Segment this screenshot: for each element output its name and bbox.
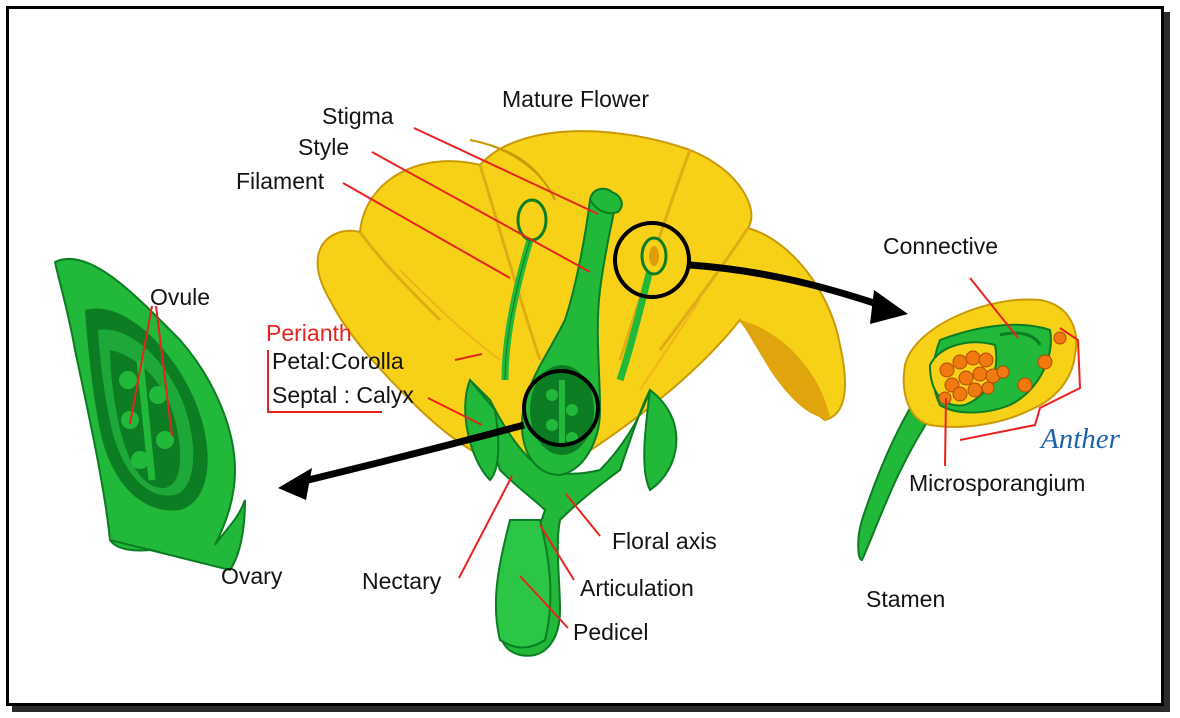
label-stigma: Stigma (322, 103, 394, 129)
label-ovule: Ovule (150, 284, 211, 310)
label-microsporangium: Microsporangium (909, 470, 1086, 496)
label-articulation: Articulation (580, 575, 694, 601)
label-style: Style (298, 134, 350, 160)
pedicel-and-calyx (464, 378, 678, 657)
label-ovary: Ovary (221, 563, 283, 589)
label-anther: Anther (1041, 423, 1120, 455)
label-petal-corolla: Petal:Corolla (272, 348, 404, 374)
label-floral-axis: Floral axis (612, 528, 717, 554)
label-pedicel: Pedicel (573, 619, 649, 645)
ovary-illustration (53, 257, 246, 572)
central-stamens (501, 198, 668, 382)
stamen-illustration (857, 298, 1082, 562)
zoom-callouts (278, 221, 908, 500)
label-stamen: Stamen (866, 586, 946, 612)
label-septal-calyx: Septal : Calyx (272, 382, 414, 408)
label-perianth: Perianth (266, 320, 352, 346)
diagram-title: Mature Flower (502, 86, 649, 112)
leader-lines (129, 127, 1019, 629)
pistil (520, 187, 623, 477)
label-nectary: Nectary (362, 568, 442, 594)
label-connective: Connective (883, 233, 999, 259)
label-filament: Filament (236, 168, 325, 194)
